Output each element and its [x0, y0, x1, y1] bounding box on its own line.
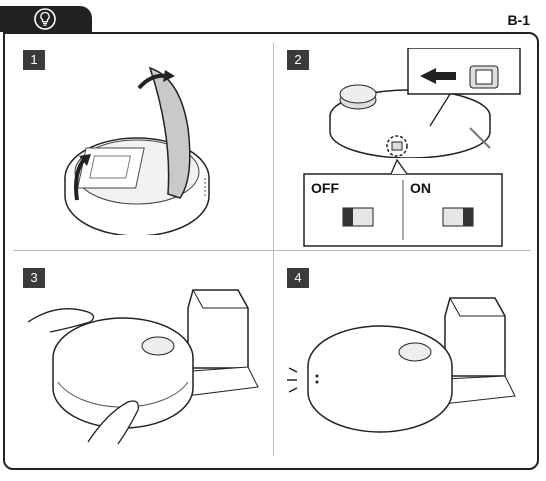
- robot-lid-open-illustration: [64, 66, 210, 235]
- off-label: OFF: [311, 180, 339, 196]
- step-3-badge: 3: [23, 268, 45, 288]
- vertical-divider: [273, 43, 274, 456]
- switch-detail-illustration: [303, 158, 503, 247]
- lightbulb-icon: [34, 8, 56, 30]
- on-label: ON: [410, 180, 431, 196]
- step-4-badge: 4: [287, 268, 309, 288]
- robot-docked-illustration: [287, 297, 516, 433]
- instruction-frame: [3, 32, 539, 470]
- step-2-badge: 2: [287, 50, 309, 70]
- robot-switch-illustration: [329, 48, 521, 158]
- horizontal-divider: [13, 250, 531, 251]
- step-1-badge: 1: [23, 50, 45, 70]
- tip-tab: [0, 6, 92, 32]
- place-robot-on-dock-illustration: [28, 289, 259, 445]
- page-code: B-1: [507, 12, 530, 28]
